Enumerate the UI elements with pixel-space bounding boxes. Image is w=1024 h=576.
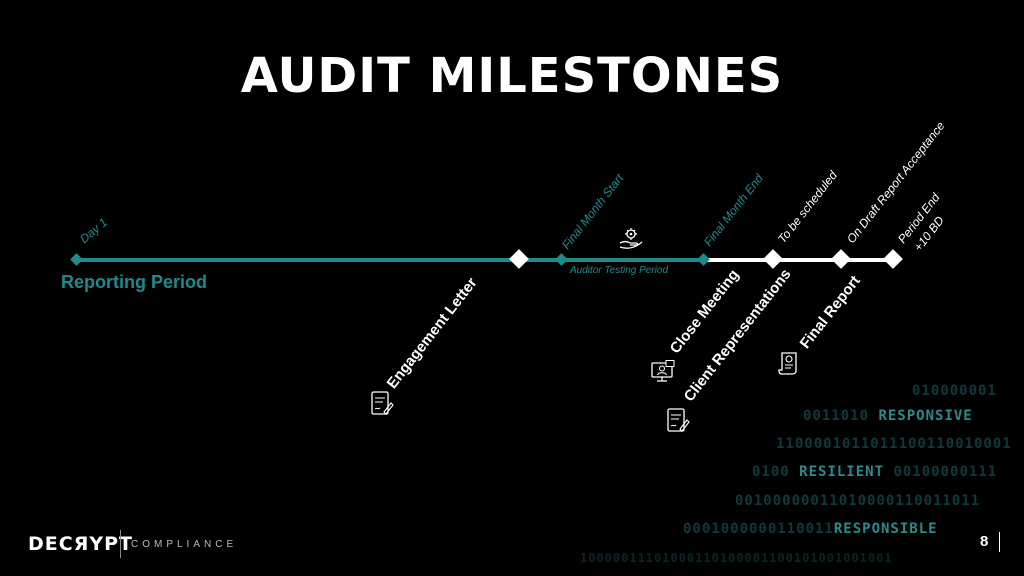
auditor-testing-period-label: Auditor Testing Period [570,265,669,276]
logo-divider [120,530,121,558]
contract-pen-icon [371,391,394,415]
page-title: AUDIT MILESTONES [240,48,784,104]
timeline-line-reporting [77,258,520,262]
page-number: 8 [980,533,989,550]
day1-label: Day 1 [77,215,111,246]
page-number-divider [999,532,1000,552]
binary-row: 10000011101000110100001100101001001001 [580,551,893,565]
client-representations-marker [831,249,851,269]
timeline-line-testing [520,258,704,262]
logo-subtitle: COMPLIANCE [131,539,238,550]
engagement-letter-label: Engagement Letter [383,274,481,392]
final-report-label: Final Report [796,272,864,352]
signed-document-icon [667,408,690,432]
engagement-letter-marker [509,249,529,269]
final-month-end-marker [697,253,710,266]
day1-marker [70,253,83,266]
company-logo: DECЯYPT [28,533,133,555]
responsive-word: RESPONSIVE [878,408,973,424]
timeline-line-closing [704,258,894,262]
responsible-word: RESPONSIBLE [833,521,938,537]
reporting-period-label: Reporting Period [61,272,208,292]
client-representations-label: Client Representations [680,265,795,405]
binary-row: 0011010 RESPONSIVE [803,408,973,424]
final-month-start-marker [555,253,568,266]
resilient-word: RESILIENT [799,464,885,480]
final-month-end-label: Final Month End [700,171,766,249]
binary-row: 0001000000110011RESPONSIBLE [683,521,938,537]
report-scroll-icon [778,352,797,375]
binary-row: 010000001 [912,383,997,399]
settings-hand-icon [619,228,643,249]
binary-row: 1100001011011100110010001 [776,436,1012,452]
binary-row: 0100 RESILIENT 00100000111 [752,464,998,480]
to-be-scheduled-label: To be scheduled [774,168,840,246]
final-month-start-label: Final Month Start [558,171,627,252]
video-meeting-icon [651,360,675,382]
final-report-marker [883,249,903,269]
binary-row: 00100000011010000110011011 [735,493,981,509]
